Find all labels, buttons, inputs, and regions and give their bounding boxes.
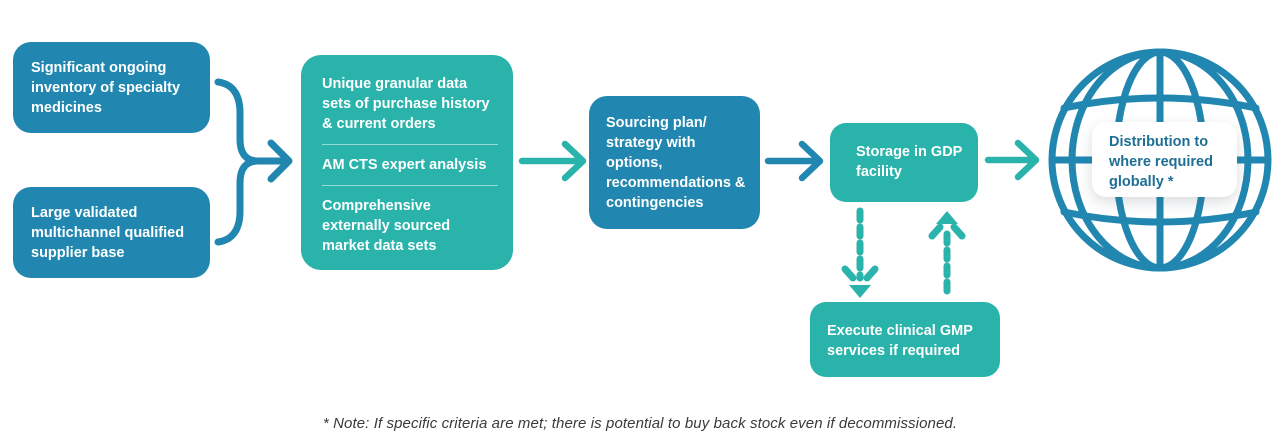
analysis-box: Unique granular data sets of purchase hi… (301, 55, 513, 270)
analysis-item-expert-analysis: AM CTS expert analysis (322, 157, 487, 173)
divider (322, 185, 498, 186)
distribution-label: Distribution to where required globally … (1109, 134, 1213, 190)
distribution-label-card: Distribution to where required globally … (1092, 122, 1237, 197)
dashed-arrow-down-icon (841, 207, 879, 298)
gmp-services-label: Execute clinical GMP services if require… (827, 323, 973, 359)
arrow-right-icon (518, 140, 587, 182)
sourcing-plan-box: Sourcing plan/ strategy with options, re… (589, 96, 760, 229)
dashed-arrow-up-icon (928, 211, 966, 302)
divider (322, 144, 498, 145)
analysis-item-market-data: Comprehensive externally sourced market … (322, 198, 451, 254)
footnote: * Note: If specific criteria are met; th… (322, 415, 958, 432)
input-box-inventory-label: Significant ongoing inventory of special… (31, 60, 181, 116)
gmp-services-box: Execute clinical GMP services if require… (810, 302, 1000, 377)
merge-arrow-icon (214, 78, 293, 246)
input-box-supplier-label: Large validated multichannel qualified s… (31, 205, 185, 261)
storage-label: Storage in GDP facility (856, 144, 963, 180)
sourcing-plan-label: Sourcing plan/ strategy with options, re… (606, 115, 746, 211)
input-box-inventory: Significant ongoing inventory of special… (13, 42, 210, 133)
analysis-item-purchase-history: Unique granular data sets of purchase hi… (322, 76, 490, 132)
storage-box: Storage in GDP facility (830, 123, 978, 202)
arrow-right-icon (764, 140, 824, 182)
input-box-supplier: Large validated multichannel qualified s… (13, 187, 210, 278)
arrow-right-icon (984, 139, 1040, 181)
